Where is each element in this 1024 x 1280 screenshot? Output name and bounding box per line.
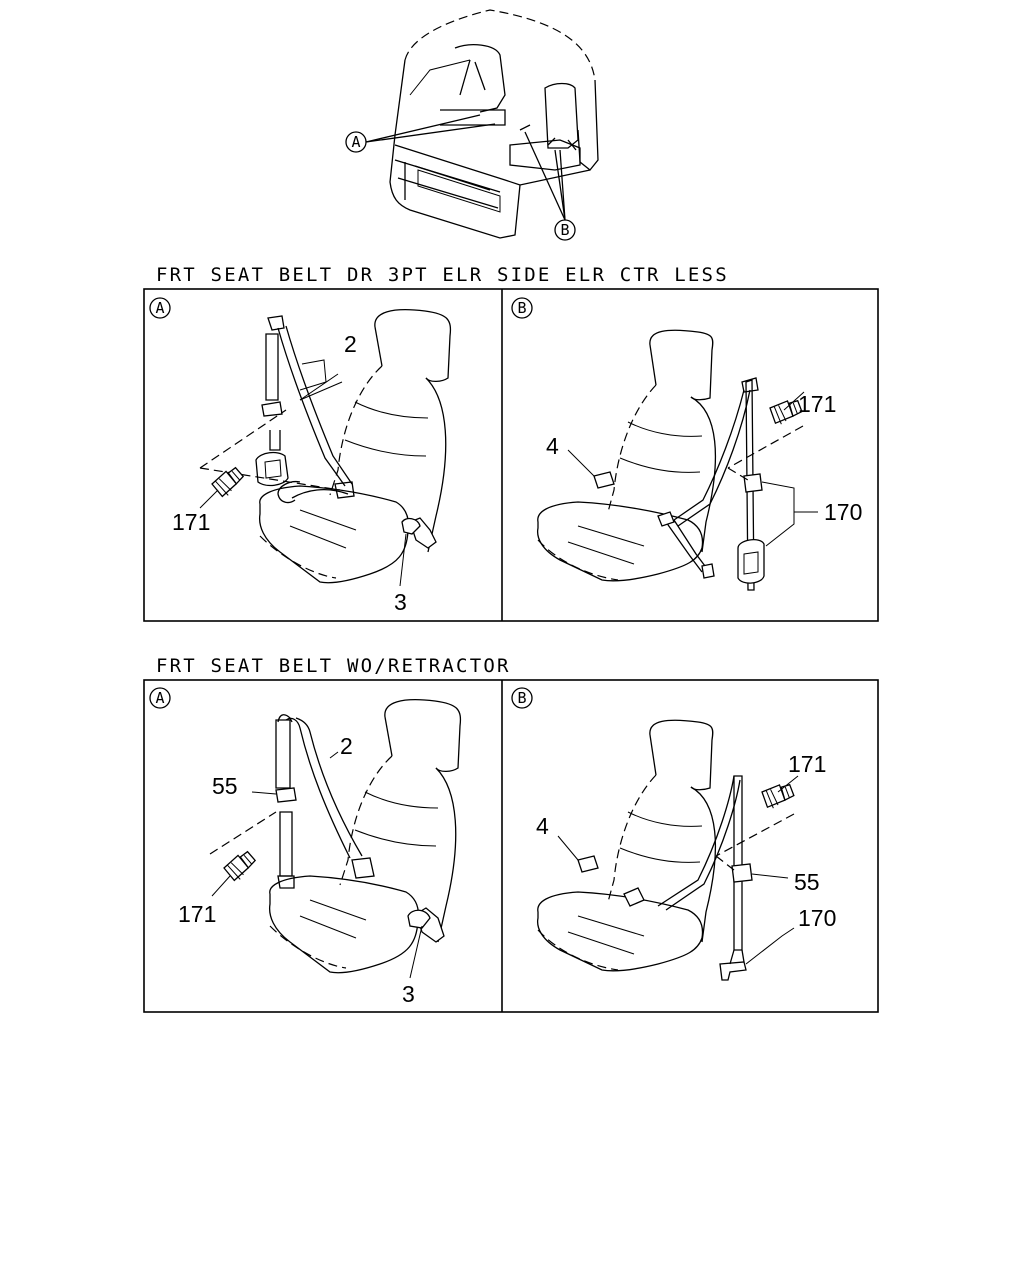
overview-callout-b: B bbox=[560, 221, 569, 239]
section2-a-callout-guide: 55 bbox=[212, 773, 238, 799]
section1-a-callout-buckle: 3 bbox=[394, 589, 407, 615]
section1-panel-a: A 2 171 3 bbox=[149, 297, 452, 615]
section2-title: FRT SEAT BELT WO/RETRACTOR bbox=[156, 655, 511, 677]
section2-b-callout-belt: 170 bbox=[798, 905, 836, 931]
section1-frame bbox=[143, 288, 879, 622]
section2-panel-a: A 55 2 171 3 bbox=[149, 687, 462, 1007]
section2-b-callout-tongue: 4 bbox=[536, 813, 549, 839]
section1-panel-b-letter: B bbox=[517, 299, 526, 317]
cab-overview-illustration: A B bbox=[345, 9, 599, 241]
overview-callout-b-circle bbox=[554, 219, 576, 241]
overview-callout-a: A bbox=[351, 133, 360, 151]
section2-panel-b: B 171 4 55 170 bbox=[511, 687, 836, 981]
section1-b-callout-bolt: 171 bbox=[798, 391, 836, 417]
section2-panel-a-letter: A bbox=[155, 689, 164, 707]
section2-b-callout-guide: 55 bbox=[794, 869, 820, 895]
section1-a-callout-bolt: 171 bbox=[172, 509, 210, 535]
section1-b-callout-tongue: 4 bbox=[546, 433, 559, 459]
section1-panel-b: B 171 4 170 bbox=[511, 297, 862, 591]
section1-panel-a-letter: A bbox=[155, 299, 164, 317]
section2-a-callout-belt: 2 bbox=[340, 733, 353, 759]
overview-callout-a-circle bbox=[345, 131, 367, 153]
section2-a-callout-bolt: 171 bbox=[178, 901, 216, 927]
section1-title: FRT SEAT BELT DR 3PT ELR SIDE ELR CTR LE… bbox=[156, 264, 729, 286]
section1-b-callout-belt: 170 bbox=[824, 499, 862, 525]
section2-panel-b-letter: B bbox=[517, 689, 526, 707]
section2-b-callout-bolt: 171 bbox=[788, 751, 826, 777]
section1-a-callout-belt: 2 bbox=[344, 331, 357, 357]
section2-a-callout-buckle: 3 bbox=[402, 981, 415, 1007]
section2-frame bbox=[143, 679, 879, 1013]
